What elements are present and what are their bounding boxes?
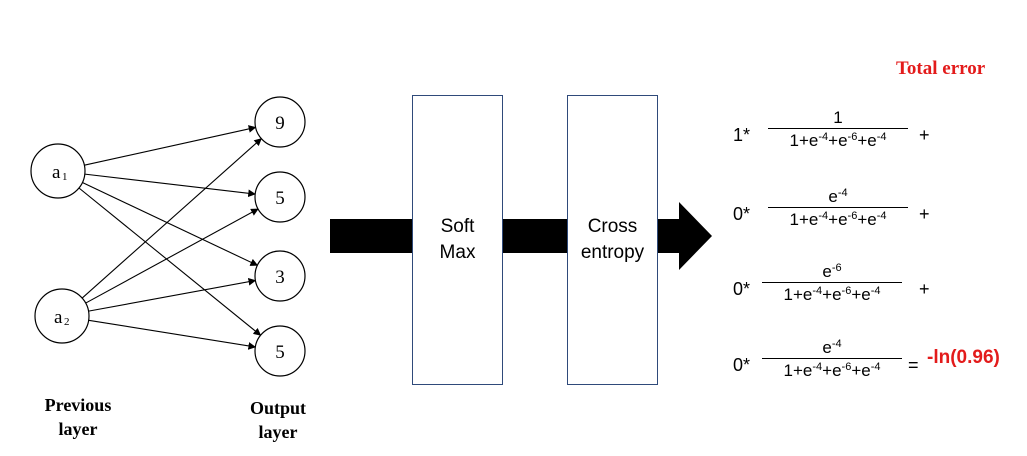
output-layer-caption: Output layer [249, 398, 307, 442]
output-node-3-value: 3 [275, 267, 285, 288]
output-node-3: 3 [254, 250, 306, 302]
input-node-a1-subscript: 1 [62, 171, 68, 183]
denominator-exponent: -6 [841, 285, 852, 297]
output-node-1-value: 9 [275, 113, 285, 134]
term-4: 0* e-4 1+e-4+e-6+e-4 = [0, 338, 1027, 398]
edge-a1-to-out1 [84, 125, 257, 166]
flow-arrow-shaft-1 [330, 219, 413, 253]
input-node-a2: a 2 [34, 288, 90, 344]
input-node-a2-letter: a [54, 307, 63, 328]
term-operator: + [919, 204, 930, 224]
term-coefficient: 0* [733, 355, 751, 375]
denominator-exponent: -6 [847, 210, 858, 222]
denominator-exponent: -4 [812, 361, 823, 373]
output-node-2: 5 [254, 171, 306, 223]
term-1: 1* 1 1+e-4+e-6+e-4 + [0, 108, 1027, 168]
term-fraction: e-4 1+e-4+e-6+e-4 [768, 187, 908, 231]
flow-arrow-head [657, 202, 712, 270]
output-node-2-value: 5 [275, 188, 285, 209]
edge-a2-to-out3 [88, 277, 257, 312]
output-node-4-value: 5 [275, 342, 285, 363]
edge-a1-to-out4 [78, 187, 262, 336]
fraction-numerator: 1 [833, 108, 843, 127]
term-coefficient: 1* [733, 125, 751, 145]
numerator-exponent: -4 [837, 187, 848, 199]
term-operator: + [919, 279, 930, 299]
denominator-exponent: -4 [870, 361, 881, 373]
denominator-exponent: -4 [818, 210, 829, 222]
fraction-denominator: 1+e-4+e-6+e-4 [789, 210, 887, 229]
fraction-numerator: e-6 [822, 262, 842, 281]
total-error-result: -ln(0.96) [927, 347, 1000, 368]
fraction-bar [762, 358, 902, 359]
fraction-denominator: 1+e-4+e-6+e-4 [783, 285, 881, 304]
fraction-bar [768, 128, 908, 129]
denominator-exponent: -6 [847, 131, 858, 143]
flow-arrow-shaft-2 [502, 219, 568, 253]
term-operator: + [919, 125, 930, 145]
term-operator: = [908, 355, 919, 375]
edge-a2-to-out1 [81, 138, 262, 299]
term-coefficient: 0* [733, 204, 751, 224]
cross-entropy-block: Cross entropy [567, 95, 658, 385]
input-node-a1: a 1 [30, 143, 86, 199]
fraction-bar [762, 282, 902, 283]
term-fraction: 1 1+e-4+e-6+e-4 [768, 108, 908, 152]
edge-a2-to-out4 [88, 319, 257, 350]
denominator-exponent: -4 [818, 131, 829, 143]
numerator-exponent: -4 [831, 338, 842, 350]
fraction-numerator: e-4 [822, 338, 842, 357]
numerator-exponent: -6 [831, 262, 842, 274]
output-node-4: 5 [254, 325, 306, 377]
fraction-bar [768, 207, 908, 208]
fraction-numerator: e-4 [828, 187, 848, 206]
fraction-denominator: 1+e-4+e-6+e-4 [783, 361, 881, 380]
edge-a1-to-out2 [84, 173, 256, 198]
output-node-1: 9 [254, 96, 306, 148]
connection-edges [78, 125, 262, 350]
denominator-exponent: -4 [876, 210, 887, 222]
denominator-exponent: -6 [841, 361, 852, 373]
term-fraction: e-6 1+e-4+e-6+e-4 [762, 262, 902, 306]
total-error-title: Total error [896, 58, 986, 79]
edge-a1-to-out3 [82, 182, 259, 266]
fraction-denominator: 1+e-4+e-6+e-4 [789, 131, 887, 150]
edge-a2-to-out2 [85, 208, 259, 304]
input-node-a2-subscript: 2 [64, 316, 70, 328]
term-fraction: e-4 1+e-4+e-6+e-4 [762, 338, 902, 382]
denominator-exponent: -4 [870, 285, 881, 297]
term-3: 0* e-6 1+e-4+e-6+e-4 + [0, 262, 1027, 322]
denominator-exponent: -4 [812, 285, 823, 297]
denominator-exponent: -4 [876, 131, 887, 143]
previous-layer-caption: Previous layer [44, 395, 112, 439]
input-node-a1-letter: a [52, 162, 61, 183]
term-2: 0* e-4 1+e-4+e-6+e-4 + [0, 187, 1027, 247]
softmax-block: Soft Max [412, 95, 503, 385]
term-coefficient: 0* [733, 279, 751, 299]
